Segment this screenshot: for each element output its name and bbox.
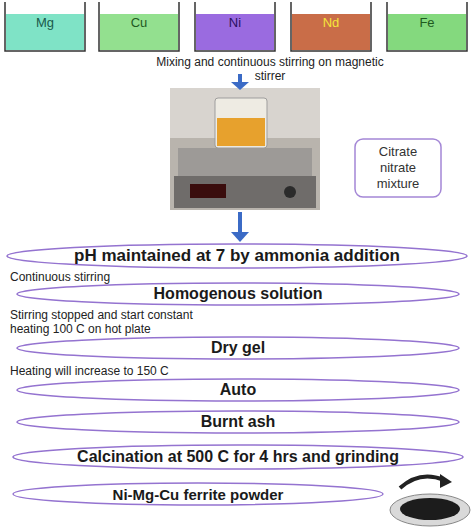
ellipse-outline — [13, 445, 463, 469]
element-symbol: Mg — [36, 15, 54, 30]
beaker-liquid — [292, 14, 370, 50]
stirrer-body — [174, 176, 316, 208]
reagent-box: Citrate nitrate mixture — [354, 138, 442, 198]
reagent-beaker: Cu — [98, 2, 180, 52]
beaker-wall — [387, 2, 467, 51]
flow-arrow-head — [231, 232, 249, 242]
petri-dish — [390, 494, 470, 526]
beaker-wall — [99, 2, 179, 51]
beaker-liquid — [100, 14, 178, 50]
step-text: Citrate nitrate mixture — [360, 144, 436, 192]
step-note: Stirring stopped and start constant heat… — [10, 308, 225, 336]
spatula-arc — [400, 476, 444, 488]
step-note: Continuous stirring — [10, 270, 210, 284]
process-ellipse: Burnt ash — [16, 410, 460, 434]
ellipse-outline — [17, 379, 459, 401]
step-text: pH maintained at 7 by ammonia addition — [74, 246, 400, 266]
element-symbol: Ni — [229, 15, 241, 30]
reagent-beaker: Mg — [4, 2, 86, 52]
ellipse-outline — [17, 337, 459, 359]
orange-solution — [217, 118, 265, 146]
flow-arrow-head — [231, 82, 249, 90]
beaker-liquid — [196, 14, 274, 50]
ellipse-outline — [17, 411, 459, 433]
powder-dish — [390, 474, 470, 526]
step-text: Homogenous solution — [154, 285, 323, 303]
process-ellipse: Ni-Mg-Cu ferrite powder — [12, 482, 384, 506]
element-symbol: Nd — [323, 15, 340, 30]
process-ellipse: Calcination at 500 C for 4 hrs and grind… — [12, 444, 464, 470]
step-note: Mixing and continuous stirring on magnet… — [150, 55, 390, 83]
ellipse-outline — [7, 244, 467, 268]
ellipse-outline — [13, 483, 383, 505]
beaker-glass — [215, 98, 267, 148]
step-text: Calcination at 500 C for 4 hrs and grind… — [77, 448, 399, 466]
flow-arrow-shaft — [238, 212, 242, 234]
spatula-tip — [440, 474, 452, 488]
process-ellipse: Auto — [16, 378, 460, 402]
process-ellipse: pH maintained at 7 by ammonia addition — [6, 243, 468, 269]
ellipse-outline — [17, 283, 459, 305]
beaker-liquid — [6, 14, 84, 50]
stirrer-knob — [284, 186, 296, 198]
beaker-wall — [291, 2, 371, 51]
reagent-beaker: Nd — [290, 2, 372, 52]
step-text: Dry gel — [211, 339, 265, 357]
stirrer-top — [178, 148, 312, 178]
element-symbol: Cu — [131, 15, 148, 30]
process-ellipse: Dry gel — [16, 336, 460, 360]
element-symbol: Fe — [419, 15, 434, 30]
reagent-beaker: Fe — [386, 2, 468, 52]
process-ellipse: Homogenous solution — [16, 282, 460, 306]
stirrer-photo — [170, 88, 320, 210]
step-text: Auto — [220, 381, 256, 399]
step-note: Heating will increase to 150 C — [10, 364, 270, 378]
reagent-beaker: Ni — [194, 2, 276, 52]
rounded-outline — [355, 139, 441, 197]
beaker-wall — [195, 2, 275, 51]
stirrer-display — [190, 184, 226, 198]
photo-background — [170, 88, 320, 210]
step-text: Ni-Mg-Cu ferrite powder — [113, 486, 284, 503]
step-text: Burnt ash — [201, 413, 276, 431]
beaker-wall — [5, 2, 85, 51]
beaker-liquid — [388, 14, 466, 50]
ferrite-powder-pile — [400, 498, 460, 520]
